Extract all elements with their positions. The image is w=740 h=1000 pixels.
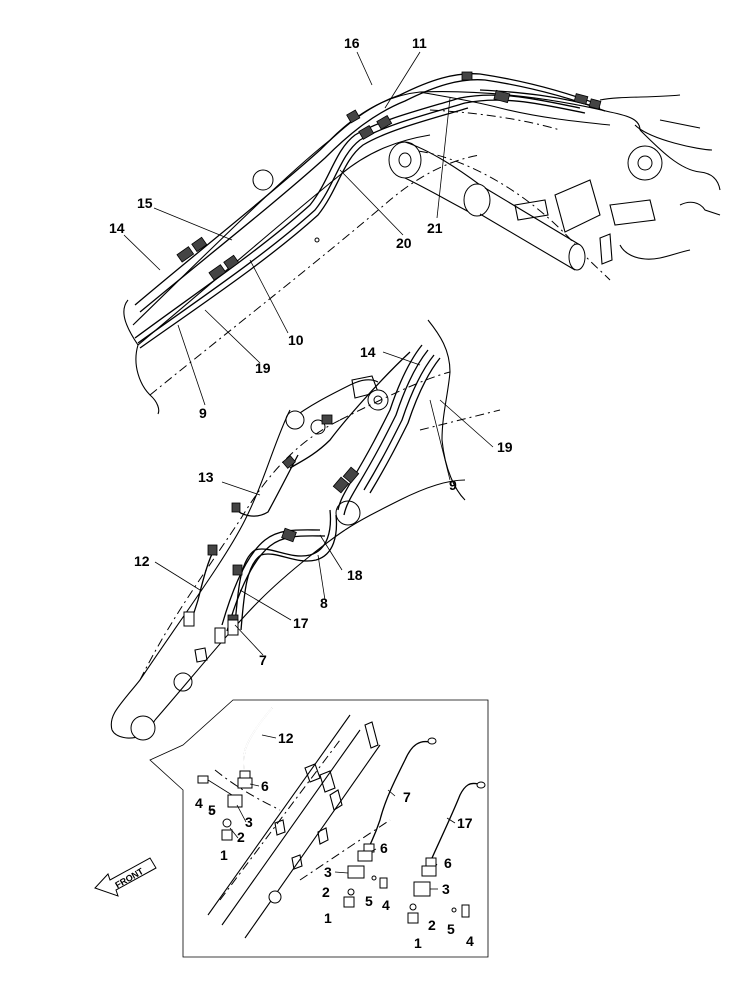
callout-21: 21 <box>427 220 443 236</box>
callout-7-inset: 7 <box>403 789 411 805</box>
callout-1-c: 1 <box>414 935 422 951</box>
callout-1-b: 1 <box>324 910 332 926</box>
callout-8: 8 <box>320 595 328 611</box>
callout-20: 20 <box>396 235 412 251</box>
callout-2-b: 2 <box>322 884 330 900</box>
callout-1-a: 1 <box>220 847 228 863</box>
callout-7-mid: 7 <box>259 652 267 668</box>
callout-11: 11 <box>412 35 427 51</box>
callout-19-mid: 19 <box>497 439 513 455</box>
callout-labels: 16 11 15 14 21 20 10 19 9 14 19 9 13 12 … <box>109 35 513 951</box>
callout-3-b: 3 <box>324 864 332 880</box>
callout-5-b: 5 <box>365 893 373 909</box>
callout-5-a: 5 <box>208 802 216 818</box>
front-arrow-icon: FRONT <box>94 857 157 897</box>
callout-10: 10 <box>288 332 304 348</box>
callout-9-top: 9 <box>199 405 207 421</box>
callout-4-b: 4 <box>382 897 390 913</box>
callout-6-b: 6 <box>380 840 388 856</box>
callout-3-a: 3 <box>245 814 253 830</box>
callout-9-mid: 9 <box>449 477 457 493</box>
callout-2-c: 2 <box>428 917 436 933</box>
callout-12-mid: 12 <box>134 553 150 569</box>
boom-upper-view <box>123 51 721 415</box>
callout-14-mid: 14 <box>360 344 376 360</box>
boom-lower-view <box>110 319 501 741</box>
callout-17-mid: 17 <box>293 615 309 631</box>
callout-14-top: 14 <box>109 220 125 236</box>
callout-15: 15 <box>137 195 153 211</box>
callout-12-inset: 12 <box>278 730 294 746</box>
callout-2-a: 2 <box>237 829 245 845</box>
callout-13: 13 <box>198 469 214 485</box>
callout-4-c: 4 <box>466 933 474 949</box>
callout-19-top: 19 <box>255 360 271 376</box>
callout-6-a: 6 <box>261 778 269 794</box>
callout-17-inset: 17 <box>457 815 473 831</box>
callout-16: 16 <box>344 35 360 51</box>
callout-6-c: 6 <box>444 855 452 871</box>
callout-5-c: 5 <box>447 921 455 937</box>
callout-3-c: 3 <box>442 881 450 897</box>
detail-inset <box>149 699 489 958</box>
callout-18: 18 <box>347 567 363 583</box>
callout-4-a: 4 <box>195 795 203 811</box>
